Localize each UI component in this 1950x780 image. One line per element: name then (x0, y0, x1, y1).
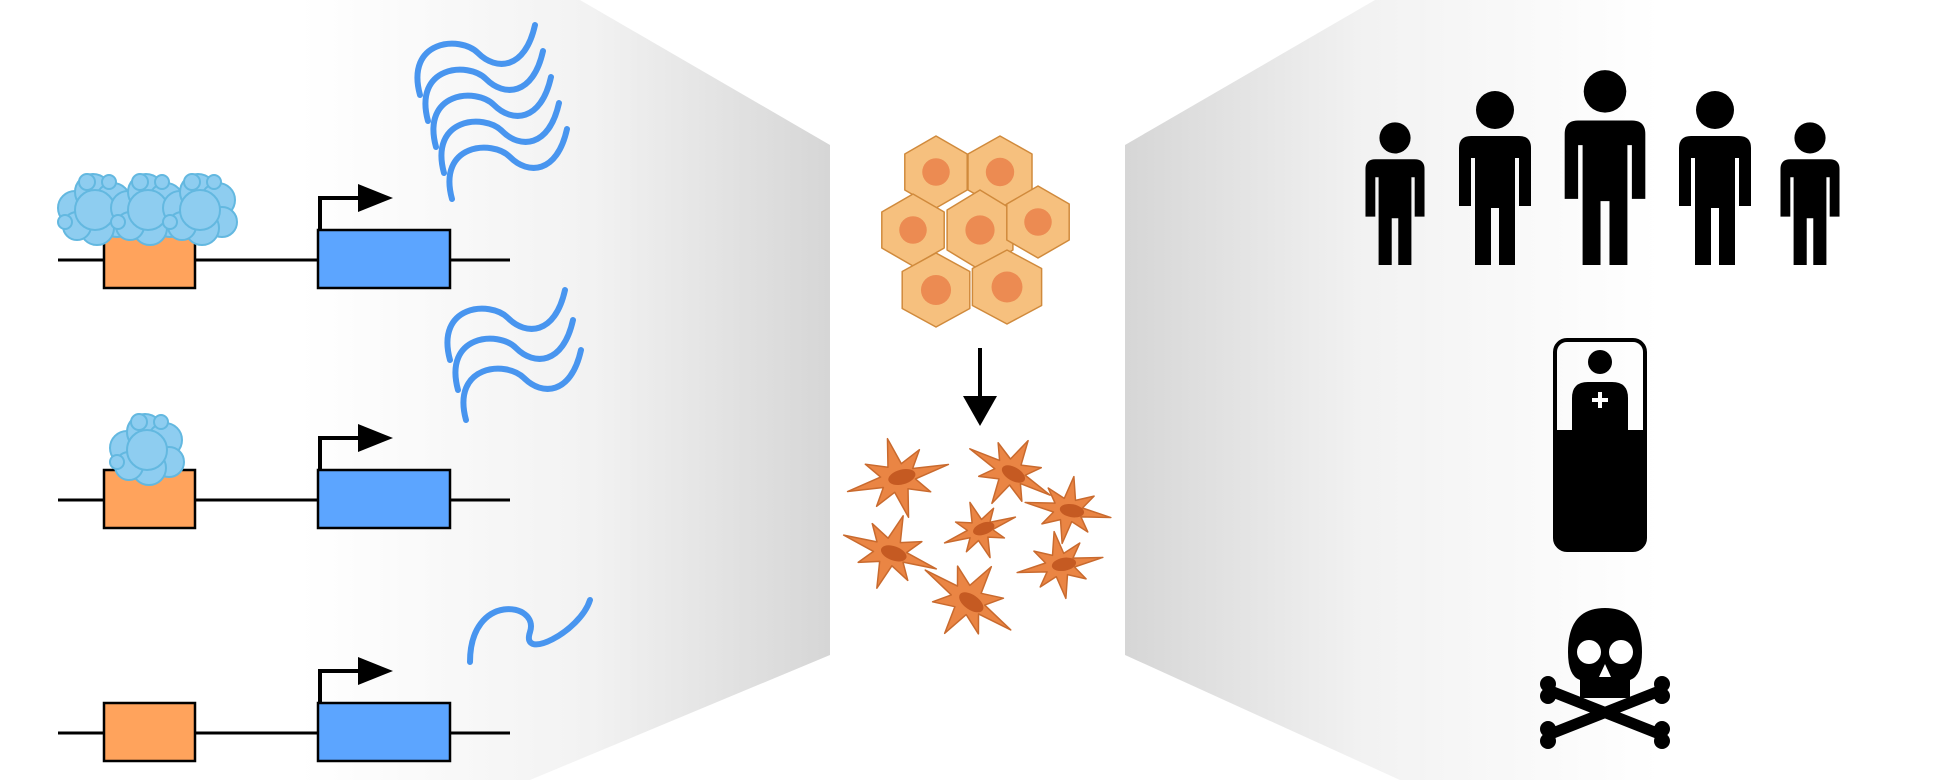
epithelial-cell-cluster (881, 135, 1070, 328)
person-body (1365, 159, 1425, 265)
cell-nucleus (1001, 465, 1026, 483)
mesenchymal-cell (1016, 530, 1104, 600)
bone-knob (1540, 733, 1556, 749)
promoter-arrowhead (358, 184, 393, 212)
skull-eye (1577, 640, 1601, 664)
mesenchymal-cell (1024, 475, 1112, 545)
person-icon (1564, 70, 1646, 266)
mesenchymal-cell (846, 437, 950, 519)
skull-eye (1609, 640, 1633, 664)
mrna-transcript (446, 126, 570, 202)
person-body (1780, 159, 1840, 265)
mesenchymal-cells (842, 437, 1112, 635)
mrna-transcript (422, 48, 546, 124)
mesenchymal-cell (924, 565, 1012, 635)
epithelial-cell (904, 135, 968, 209)
person-icon (1780, 122, 1840, 265)
gene-box (316, 228, 452, 290)
cell-nucleus (1059, 503, 1085, 518)
cell-nucleus (973, 521, 995, 536)
gene-expression-panel (57, 22, 593, 763)
epithelial-cell (881, 193, 945, 267)
cell-nucleus (991, 271, 1023, 303)
bone-knob (1654, 721, 1670, 737)
bound-protein (109, 413, 185, 486)
gene-row (58, 597, 593, 763)
gene-box (316, 468, 452, 530)
people-group-icon (1365, 70, 1840, 266)
down-arrow-icon (963, 348, 997, 426)
gene-row (58, 287, 584, 530)
crossbone (1540, 676, 1670, 749)
cell-nucleus (880, 545, 907, 562)
person-icon (1459, 91, 1531, 265)
cell-nucleus (959, 592, 984, 613)
mrna-transcript (430, 74, 554, 150)
person-head (1379, 122, 1411, 154)
promoter-arrowhead (358, 424, 393, 452)
enhancer-box (102, 701, 197, 763)
mesenchymal-cell (969, 439, 1051, 505)
bone-knob (1654, 688, 1670, 704)
person-body (1459, 136, 1531, 265)
cell-nucleus (1051, 557, 1077, 572)
person-body (1564, 120, 1646, 266)
bed-blanket-top (1555, 430, 1645, 450)
hospital-bed-icon (1553, 338, 1647, 552)
bone-knob (1654, 733, 1670, 749)
cell-nucleus (985, 157, 1015, 187)
promoter-arrow (318, 196, 362, 230)
cell-nucleus (1024, 208, 1052, 236)
person-head (1794, 122, 1826, 154)
left-wall-panel (300, 0, 830, 780)
mrna-transcript (438, 100, 562, 176)
gene-row (57, 22, 570, 290)
bone-shaft (1542, 684, 1668, 741)
mrna-transcript (452, 317, 576, 393)
promoter-arrowhead (358, 657, 393, 685)
gene-box (316, 701, 452, 763)
bone-knob (1540, 676, 1556, 692)
promoter-arrow (318, 436, 362, 470)
medical-cross-h (1592, 398, 1608, 402)
patient-head (1588, 350, 1612, 374)
person-body (1679, 136, 1751, 265)
cell-transition-panel (842, 135, 1112, 635)
mrna-transcript (444, 287, 568, 363)
epithelial-cell (971, 249, 1043, 325)
bone-knob (1540, 721, 1556, 737)
person-icon (1679, 91, 1751, 265)
mesenchymal-cell (842, 515, 938, 589)
cell-nucleus (920, 274, 952, 306)
person-icon (1365, 122, 1425, 265)
cell-nucleus (965, 215, 995, 245)
mrna-transcript (414, 22, 538, 98)
bed-blanket (1555, 430, 1645, 550)
bone-knob (1540, 688, 1556, 704)
cell-nucleus (899, 216, 927, 244)
cell-nucleus (922, 158, 950, 186)
epithelial-cell (1006, 185, 1070, 259)
epithelial-cell (901, 252, 971, 328)
promoter-arrow (318, 669, 362, 703)
skull-nose (1599, 664, 1611, 677)
person-head (1696, 91, 1734, 129)
mrna-transcript (467, 597, 593, 665)
epithelial-cell (946, 189, 1014, 271)
mrna-transcript (460, 347, 584, 423)
person-head (1583, 70, 1627, 113)
person-head (1476, 91, 1514, 129)
mesenchymal-cell (943, 501, 1017, 559)
cell-nucleus (888, 468, 916, 485)
bone-knob (1654, 676, 1670, 692)
skull-crossbones-icon (1540, 608, 1670, 749)
patient-outcomes-panel (1365, 70, 1840, 749)
skull-head (1568, 608, 1642, 698)
